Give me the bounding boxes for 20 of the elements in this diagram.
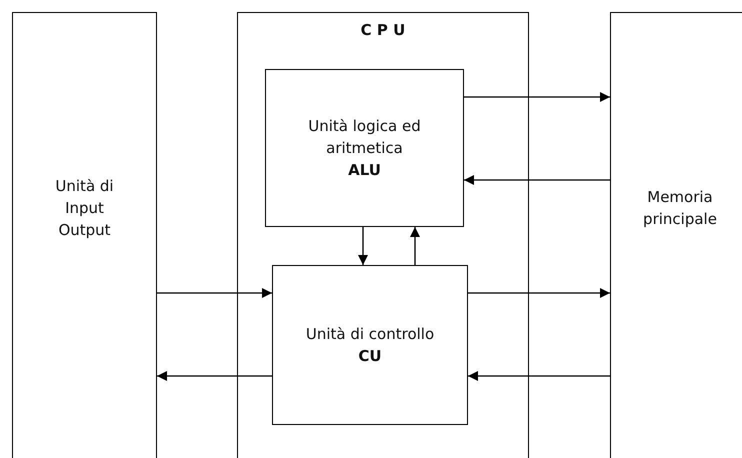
block-label: Unità logica ed aritmetica [307,116,422,159]
block-box [265,69,464,227]
block-label: Unità di Input Output [54,176,115,240]
block-label: Unità di controllo [306,324,434,345]
block-label: Memoria principale [642,186,718,230]
group-title: C P U [360,20,406,41]
block-box [610,12,742,458]
arrow [464,92,610,102]
group-box [237,12,529,458]
arrow [157,371,272,381]
arrow [468,371,610,381]
arrow [410,227,420,265]
arrow [358,227,368,265]
block-abbreviation: CU [358,346,382,367]
block-box [272,265,468,425]
block-abbreviation: ALU [348,160,381,181]
arrow [157,288,272,298]
block-box [12,12,157,458]
arrow [464,175,610,185]
arrow [468,288,610,298]
